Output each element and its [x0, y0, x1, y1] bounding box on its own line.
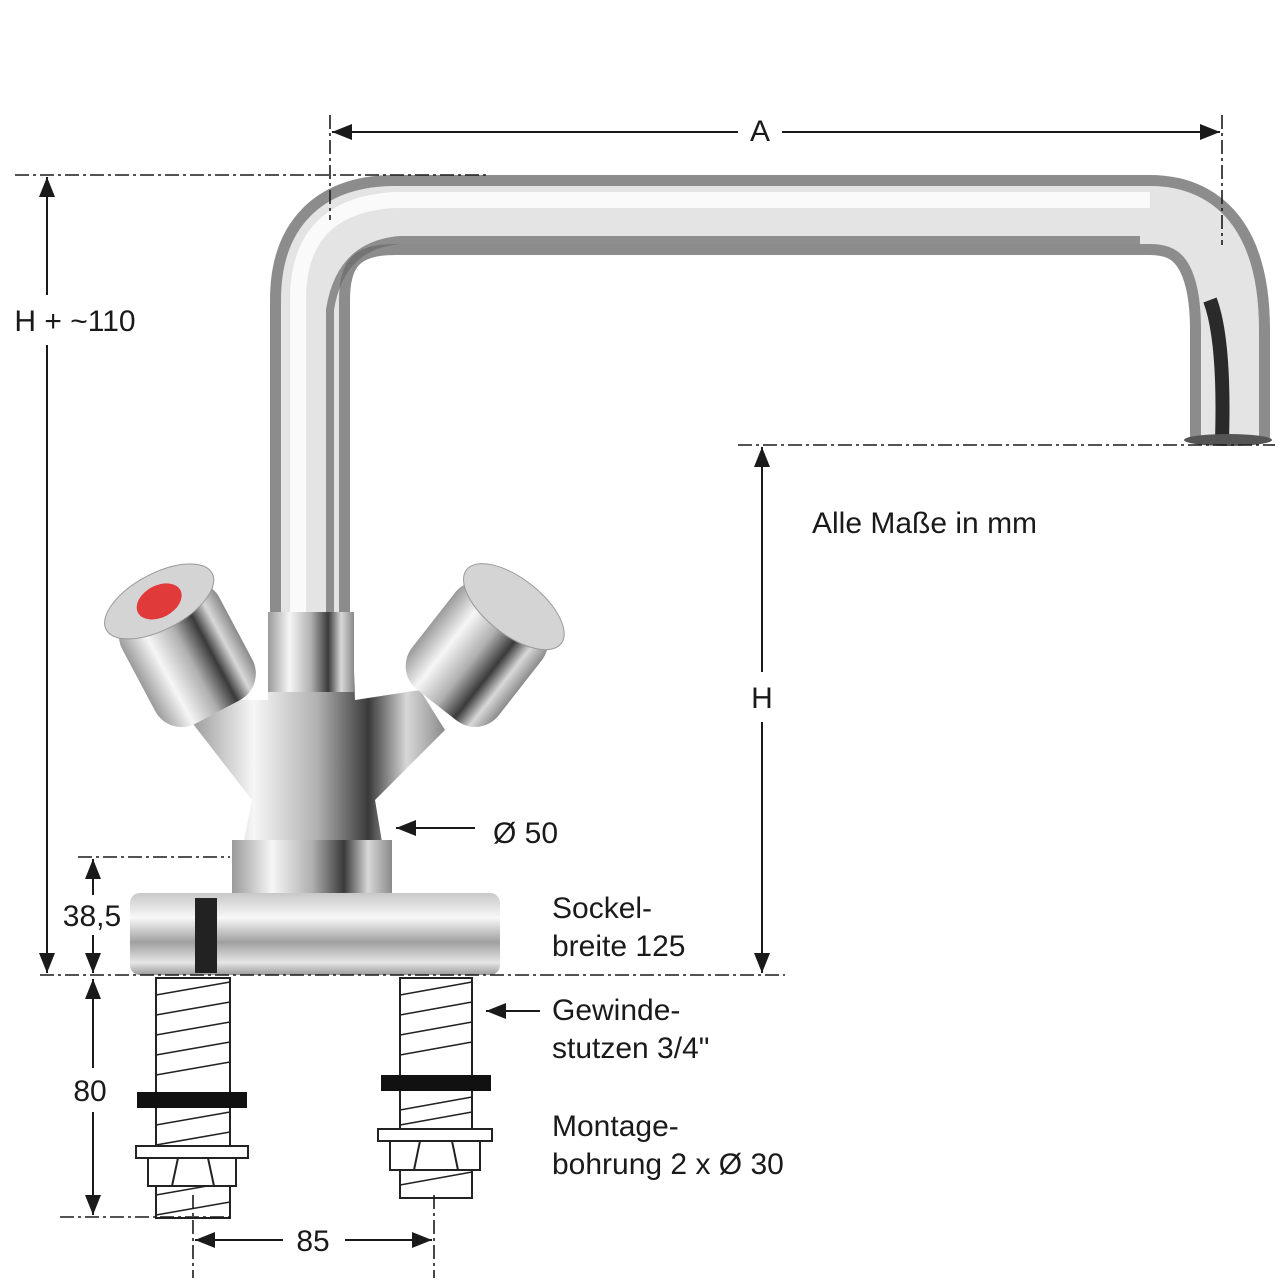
units-note: Alle Maße in mm	[812, 507, 1037, 540]
dimension-h-label: H	[751, 682, 773, 715]
base-width-label-2: breite 125	[552, 930, 685, 963]
faucet-body	[93, 548, 579, 975]
thread-label-2: stutzen 3/4"	[552, 1032, 709, 1065]
total-height-label: H + ~110	[14, 305, 135, 338]
base-width-label-1: Sockel-	[552, 892, 652, 925]
thread-length-label: 80	[73, 1075, 106, 1108]
mounting-label-1: Montage-	[552, 1110, 679, 1143]
base-height-label: 38,5	[63, 900, 121, 933]
spout	[270, 175, 1272, 620]
diameter-label: Ø 50	[493, 817, 558, 850]
threaded-stub-right	[377, 977, 493, 1199]
thread-label-1: Gewinde-	[552, 994, 680, 1027]
threaded-stub-left	[135, 977, 249, 1219]
spacing-label: 85	[296, 1225, 329, 1258]
hot-handle[interactable]	[93, 549, 271, 740]
hot-marker	[136, 583, 182, 620]
base-plate	[130, 893, 500, 975]
washer	[381, 1075, 491, 1091]
cold-handle[interactable]	[390, 548, 579, 742]
dimension-a-label: A	[750, 115, 770, 148]
washer	[137, 1092, 247, 1108]
dimension-lines	[15, 115, 1275, 1278]
mounting-label-2: bohrung 2 x Ø 30	[552, 1148, 784, 1181]
